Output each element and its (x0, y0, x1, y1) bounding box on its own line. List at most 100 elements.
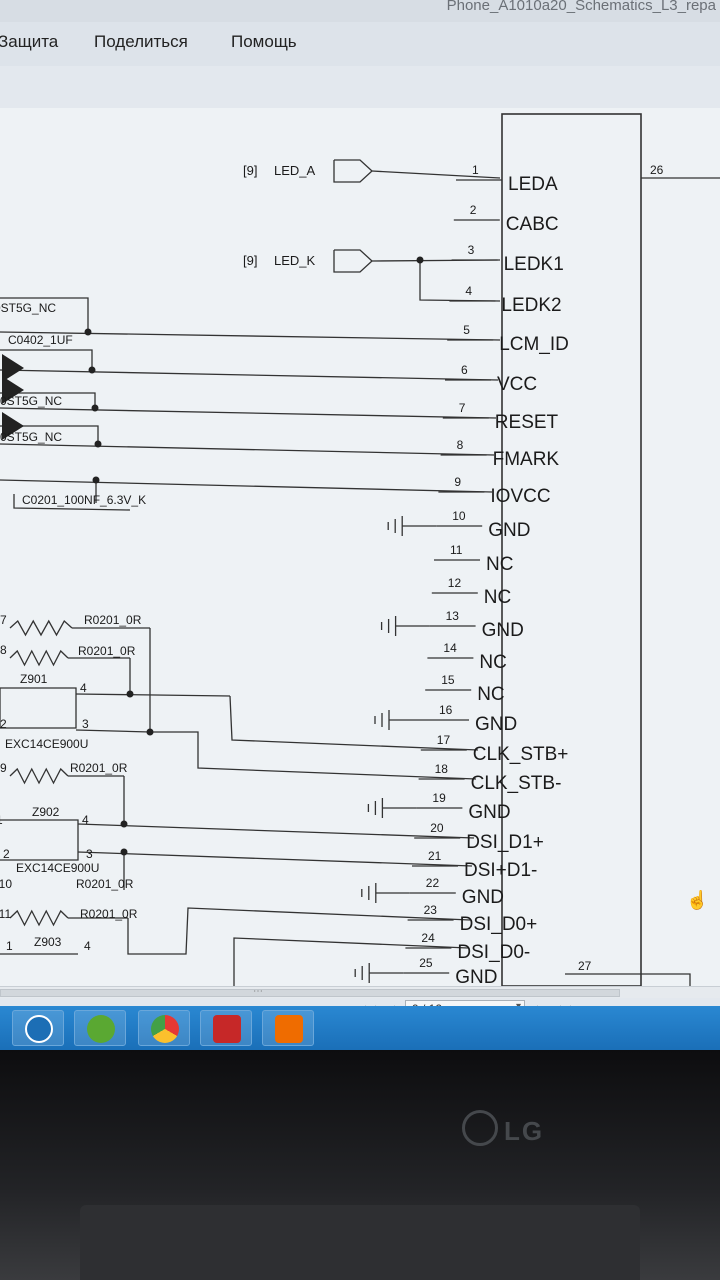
edge-ref: 2 (0, 717, 7, 731)
pin-name: LEDA (508, 174, 558, 195)
junction-dot (91, 404, 99, 412)
pin-number: 16 (439, 703, 453, 717)
pin-number: 18 (435, 762, 449, 776)
junction-dot (126, 690, 134, 698)
pin-number: 12 (448, 576, 462, 590)
pin-number: 24 (421, 931, 435, 945)
pin-number: 3 (468, 243, 475, 257)
menu-item-protection[interactable]: Защита (0, 32, 59, 51)
pin-name: GND (468, 802, 510, 823)
pdf-app-icon (25, 1015, 53, 1043)
pin-name: DSI_D0+ (460, 914, 538, 935)
pin-name: NC (477, 684, 504, 705)
pin-name: DSI_D1+ (466, 832, 544, 853)
pin-name: DSI_D0- (457, 942, 530, 963)
chrome-icon (151, 1015, 179, 1043)
edge-ref: 7 (0, 613, 7, 627)
pin-number: 20 (430, 821, 444, 835)
menu-bar: Защита Поделиться Помощь (0, 22, 720, 66)
brand-text: LG (504, 1116, 545, 1146)
wire (0, 443, 495, 456)
wire (0, 297, 89, 332)
wire (0, 349, 93, 370)
wire (0, 425, 99, 444)
title-bar: Phone_A1010a20_Schematics_L3_repa (0, 0, 720, 22)
wire (233, 937, 469, 986)
pin-name: NC (486, 554, 513, 575)
wire (0, 331, 501, 341)
scrollbar-thumb[interactable]: ⋯ (0, 986, 620, 997)
pin-number: 4 (465, 284, 472, 298)
right-pin-number: 27 (578, 959, 592, 973)
edge-ref: 4 (84, 939, 91, 953)
wire (0, 369, 499, 381)
component-label: 0ST5G_NC (0, 394, 62, 408)
pin-number: 10 (452, 509, 466, 523)
pin-number: 23 (424, 903, 438, 917)
pin-name: GND (482, 620, 524, 641)
edge-ref: 8 (0, 643, 7, 657)
pin-name: GND (475, 714, 517, 735)
pin-number: 11 (450, 543, 463, 557)
pin-name: NC (484, 587, 511, 608)
taskbar-toolbox[interactable] (200, 1010, 252, 1046)
net-wire (419, 260, 501, 302)
edge-ref: 910 (0, 877, 12, 891)
toolbar (0, 66, 720, 109)
pin-lead (565, 973, 691, 986)
wire (13, 494, 131, 511)
pin-name: GND (462, 887, 504, 908)
junction-dot (120, 820, 128, 828)
taskbar-pdf-app[interactable] (12, 1010, 64, 1046)
pin-name: LCM_ID (499, 334, 569, 355)
pin-number: 1 (472, 163, 479, 177)
net-wire (371, 259, 501, 262)
junction-dot (94, 440, 102, 448)
component-label: Z902 (32, 805, 60, 819)
component-label: R0201_0R (76, 877, 134, 891)
wire (127, 907, 471, 955)
taskbar-utorrent[interactable] (74, 1010, 126, 1046)
resistor (9, 619, 73, 637)
component-label: 0ST5G_NC (0, 301, 56, 315)
net-flag (333, 159, 373, 183)
desk-surface (80, 1205, 640, 1280)
pin-name: LEDK2 (501, 295, 561, 316)
pin-name: CLK_STB- (471, 773, 562, 794)
window-title: Phone_A1010a20_Schematics_L3_repa (446, 0, 716, 14)
edge-ref: 4 (82, 813, 89, 827)
component-label: C0402_1UF (8, 333, 73, 347)
schematic-drawing: 1LEDA2CABC3LEDK14LEDK25LCM_ID6VCC7RESET8… (0, 113, 720, 986)
wire (75, 729, 151, 733)
pin-number: 14 (443, 641, 457, 655)
junction-dot (146, 728, 154, 736)
hand-cursor-icon: ☝ (686, 890, 709, 910)
pin-number: 2 (470, 203, 477, 217)
resistor (9, 909, 69, 927)
edge-ref: 1 (0, 813, 3, 827)
menu-item-help[interactable]: Помощь (231, 32, 297, 51)
pin-number: 13 (446, 609, 460, 623)
connector-body (501, 113, 642, 986)
edge-ref: 2 (3, 847, 10, 861)
tvs-diode-icon (2, 376, 24, 404)
pin-number: 5 (463, 323, 470, 337)
pin-number: 19 (432, 791, 446, 805)
wire (77, 851, 473, 867)
pin-number: 17 (437, 733, 451, 747)
resistor (9, 767, 69, 785)
wire (0, 392, 96, 408)
horizontal-scrollbar[interactable]: ⋯ (0, 986, 720, 999)
pdf-reader-icon (275, 1015, 303, 1043)
taskbar-chrome[interactable] (138, 1010, 190, 1046)
menu-item-share[interactable]: Поделиться (94, 32, 188, 51)
right-pin-number: 26 (650, 163, 664, 177)
taskbar-pdf-reader[interactable] (262, 1010, 314, 1046)
wire (0, 479, 493, 493)
net-wire (371, 170, 501, 179)
lg-logo: LG (462, 1108, 572, 1150)
net-ref: [9] (243, 253, 257, 268)
tvs-diode-icon (2, 354, 24, 382)
pin-name: CLK_STB+ (473, 744, 569, 765)
